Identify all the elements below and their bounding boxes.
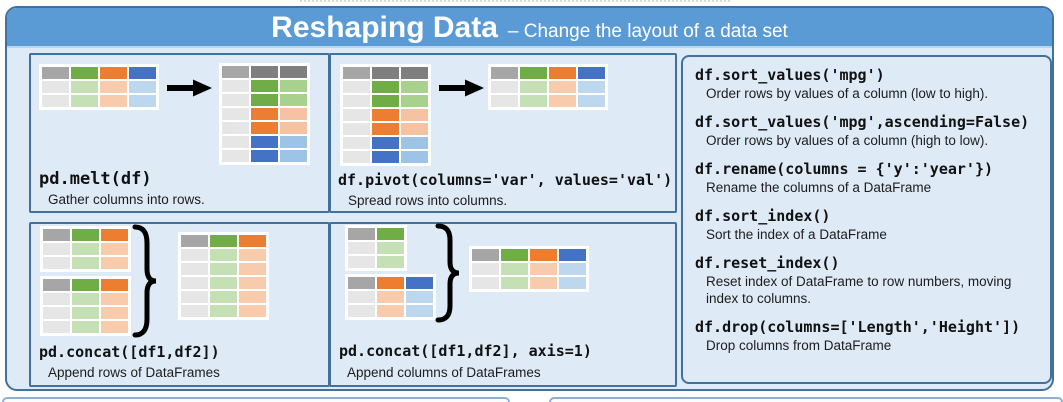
code-label: pd.concat([df1,df2]) (39, 343, 220, 361)
code-description: Append rows of DataFrames (48, 365, 220, 380)
quadrant-melt: pd.melt(df) Gather columns into rows. (29, 53, 330, 213)
dataframe-df2-table (40, 276, 131, 336)
code-label: df.pivot(columns='var', values='val') (338, 171, 673, 189)
command-item: df.drop(columns=['Length','Height']) Dro… (695, 318, 1040, 354)
dataframe-result-table (178, 232, 269, 320)
command-code: df.reset_index() (695, 254, 840, 272)
dataframe-df1-table (345, 225, 407, 271)
command-description: Order rows by values of a column (low to… (706, 86, 989, 101)
command-description: Sort the index of a DataFrame (706, 227, 887, 242)
quadrant-concat-rows: pd.concat([df1,df2]) Append rows of Data… (29, 222, 330, 387)
command-item: df.sort_values('mpg',ascending=False) Or… (695, 113, 1040, 149)
cropped-text-remnant (300, 0, 730, 5)
dataframe-melted-table (340, 64, 431, 166)
arrow-right-icon (439, 79, 484, 97)
command-item: df.sort_index() Sort the index of a Data… (695, 207, 1040, 243)
section-header: Reshaping Data – Change the layout of a … (7, 8, 1052, 48)
next-section-strip-left (2, 397, 510, 402)
command-code: df.drop(columns=['Length','Height']) (695, 318, 1021, 336)
code-label: pd.melt(df) (39, 169, 152, 189)
quadrant-pivot: df.pivot(columns='var', values='val') Sp… (329, 53, 677, 213)
commands-panel: df.sort_values('mpg') Order rows by valu… (681, 55, 1052, 384)
brace-icon (435, 223, 460, 323)
command-item: df.sort_values('mpg') Order rows by valu… (695, 66, 1040, 102)
dataframe-df2-table (345, 274, 436, 320)
command-description: Order rows by values of a column (high t… (706, 133, 989, 148)
code-description: Spread rows into columns. (348, 193, 508, 208)
command-code: df.sort_values('mpg',ascending=False) (695, 113, 1030, 131)
code-label: pd.concat([df1,df2], axis=1) (339, 342, 592, 360)
command-code: df.sort_index() (695, 207, 831, 225)
command-description: Reset index of DataFrame to row numbers,… (706, 274, 1012, 306)
dataframe-df1-table (40, 226, 131, 272)
dataframe-wide-table (488, 64, 608, 110)
code-description: Append columns of DataFrames (347, 365, 541, 380)
section-title: Reshaping Data (271, 11, 498, 44)
command-description: Drop columns from DataFrame (706, 338, 892, 353)
command-code: df.rename(columns = {'y':'year'}) (695, 160, 994, 178)
dataframe-melted-table (219, 63, 310, 165)
section-subtitle: – Change the layout of a data set (507, 21, 788, 42)
arrow-right-icon (167, 79, 212, 97)
brace-icon (132, 224, 157, 338)
command-description: Rename the columns of a DataFrame (706, 180, 932, 195)
dataframe-wide-table (39, 64, 159, 110)
next-section-strip-right (549, 397, 1063, 402)
command-code: df.sort_values('mpg') (695, 66, 885, 84)
command-item: df.rename(columns = {'y':'year'}) Rename… (695, 160, 1040, 196)
code-description: Gather columns into rows. (48, 192, 205, 207)
quadrant-concat-cols: pd.concat([df1,df2], axis=1) Append colu… (329, 222, 677, 387)
dataframe-result-table (469, 246, 589, 292)
command-item: df.reset_index() Reset index of DataFram… (695, 254, 1040, 307)
